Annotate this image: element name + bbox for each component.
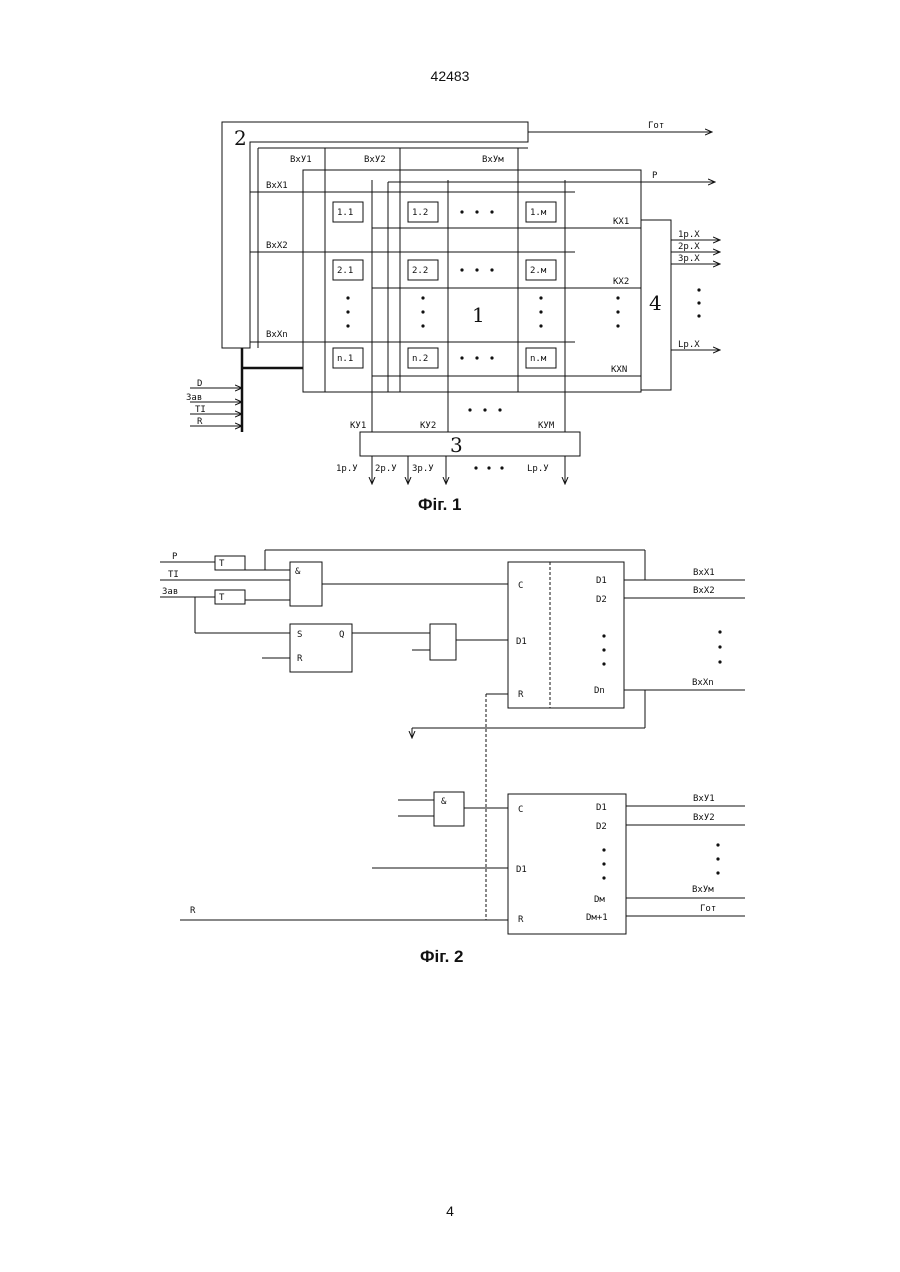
block-2-label: 2 [234, 126, 247, 150]
sr-q-label: Q [339, 630, 344, 640]
vxy1-label: ВхУ1 [290, 155, 312, 165]
out-2ry-label: 2р.У [375, 464, 397, 474]
out-x-ellipsis [697, 288, 700, 317]
in-ti-label: ТI [195, 405, 206, 415]
out-2rx-label: 2р.Х [678, 242, 700, 252]
in-r-label: R [197, 417, 203, 427]
cell-1-2-label: 1.2 [412, 208, 428, 218]
fig1-caption: Фіг. 1 [418, 495, 462, 514]
reg1-c-label: C [518, 581, 523, 591]
reg2-out-d2: D2 [596, 822, 607, 832]
reg2-d-label: D1 [516, 865, 527, 875]
cell-1-m-label: 1.м [530, 208, 547, 218]
out-1ry-label: 1р.У [336, 464, 358, 474]
figure-2: Р ТI Зав Т Т & S Q R C D1 [160, 550, 745, 966]
reg2-out-d1: D1 [596, 803, 607, 813]
out-lrx-label: Lр.Х [678, 340, 700, 350]
kym-label: КУМ [538, 421, 555, 431]
cell-2-2-label: 2.2 [412, 266, 428, 276]
cell-n-2-label: n.2 [412, 354, 428, 364]
out-3ry-label: 3р.У [412, 464, 434, 474]
in-d-label: D [197, 379, 202, 389]
out-lry-label: Lр.У [527, 464, 549, 474]
vxy1-out-label: ВхУ1 [693, 794, 715, 804]
reg1-out-dots [718, 630, 721, 663]
reg2-out-dm: Dм [594, 895, 605, 905]
gate-t-2-label: Т [219, 593, 225, 603]
reg2-c-label: C [518, 805, 523, 815]
p-output-label: Р [652, 171, 658, 181]
cell-2-1-label: 2.1 [337, 266, 353, 276]
kx2-label: КХ2 [613, 277, 629, 287]
cell-grid: 1.1 1.2 1.м 2.1 2.2 2.м n.1 n.2 n.м [333, 202, 556, 368]
page-number-bottom: 4 [0, 1203, 900, 1219]
reg2-out-dm1: Dм+1 [586, 913, 608, 923]
vxx2-out-label: ВхХ2 [693, 586, 715, 596]
inverter-element [430, 624, 456, 660]
vxxn-out-label: ВхХn [692, 678, 714, 688]
sr-r-label: R [297, 654, 303, 664]
kxn-label: КХN [611, 365, 627, 375]
block-3-label: 3 [450, 433, 463, 457]
register-2 [508, 794, 626, 934]
in-ti-label: ТI [168, 570, 179, 580]
ky1-label: КУ1 [350, 421, 366, 431]
out-3rx-label: 3р.Х [678, 254, 700, 264]
cell-1-1-label: 1.1 [337, 208, 353, 218]
ky2-label: КУ2 [420, 421, 436, 431]
vxy2-out-label: ВхУ2 [693, 813, 715, 823]
fig2-caption: Фіг. 2 [420, 947, 464, 966]
reg1-d-label: D1 [516, 637, 527, 647]
and-gate-1-label: & [295, 567, 301, 577]
cell-n-1-label: n.1 [337, 354, 353, 364]
gate-t-1-label: Т [219, 559, 225, 569]
out-1rx-label: 1р.Х [678, 230, 700, 240]
sr-s-label: S [297, 630, 302, 640]
block-3 [360, 432, 580, 456]
vxxn-label: ВхХn [266, 330, 288, 340]
in-zav-label: Зав [186, 393, 202, 403]
figure-1: 2 Гот 1 Р ВхУ1 ВхУ2 ВхУм ВхХ1 ВхХ2 ВхХn [186, 121, 720, 514]
reg1-out-dn: Dn [594, 686, 605, 696]
in-p-label: Р [172, 552, 178, 562]
reg1-out-d1: D1 [596, 576, 607, 586]
got-output-label: Гот [648, 121, 664, 131]
reg1-r-label: R [518, 690, 524, 700]
vxx2-label: ВхХ2 [266, 241, 288, 251]
kx1-label: КХ1 [613, 217, 629, 227]
vxx1-label: ВхХ1 [266, 181, 288, 191]
in-zav-label: Зав [162, 587, 178, 597]
reg2-out-dots [716, 843, 719, 874]
vxy2-label: ВхУ2 [364, 155, 386, 165]
cell-n-m-label: n.м [530, 354, 547, 364]
reg2-r-label: R [518, 915, 524, 925]
got-out-label: Гот [700, 904, 716, 914]
reg1-out-d2: D2 [596, 595, 607, 605]
block-1-label: 1 [472, 303, 485, 327]
out-y-ellipsis [474, 466, 503, 469]
vxx1-out-label: ВхХ1 [693, 568, 715, 578]
block-4-label: 4 [649, 291, 662, 315]
vxym-out-label: ВхУм [692, 885, 714, 895]
and-gate-2 [434, 792, 464, 826]
and-gate-2-label: & [441, 797, 447, 807]
reset-r-label: R [190, 906, 196, 916]
vxym-label: ВхУм [482, 155, 504, 165]
cell-2-m-label: 2.м [530, 266, 547, 276]
